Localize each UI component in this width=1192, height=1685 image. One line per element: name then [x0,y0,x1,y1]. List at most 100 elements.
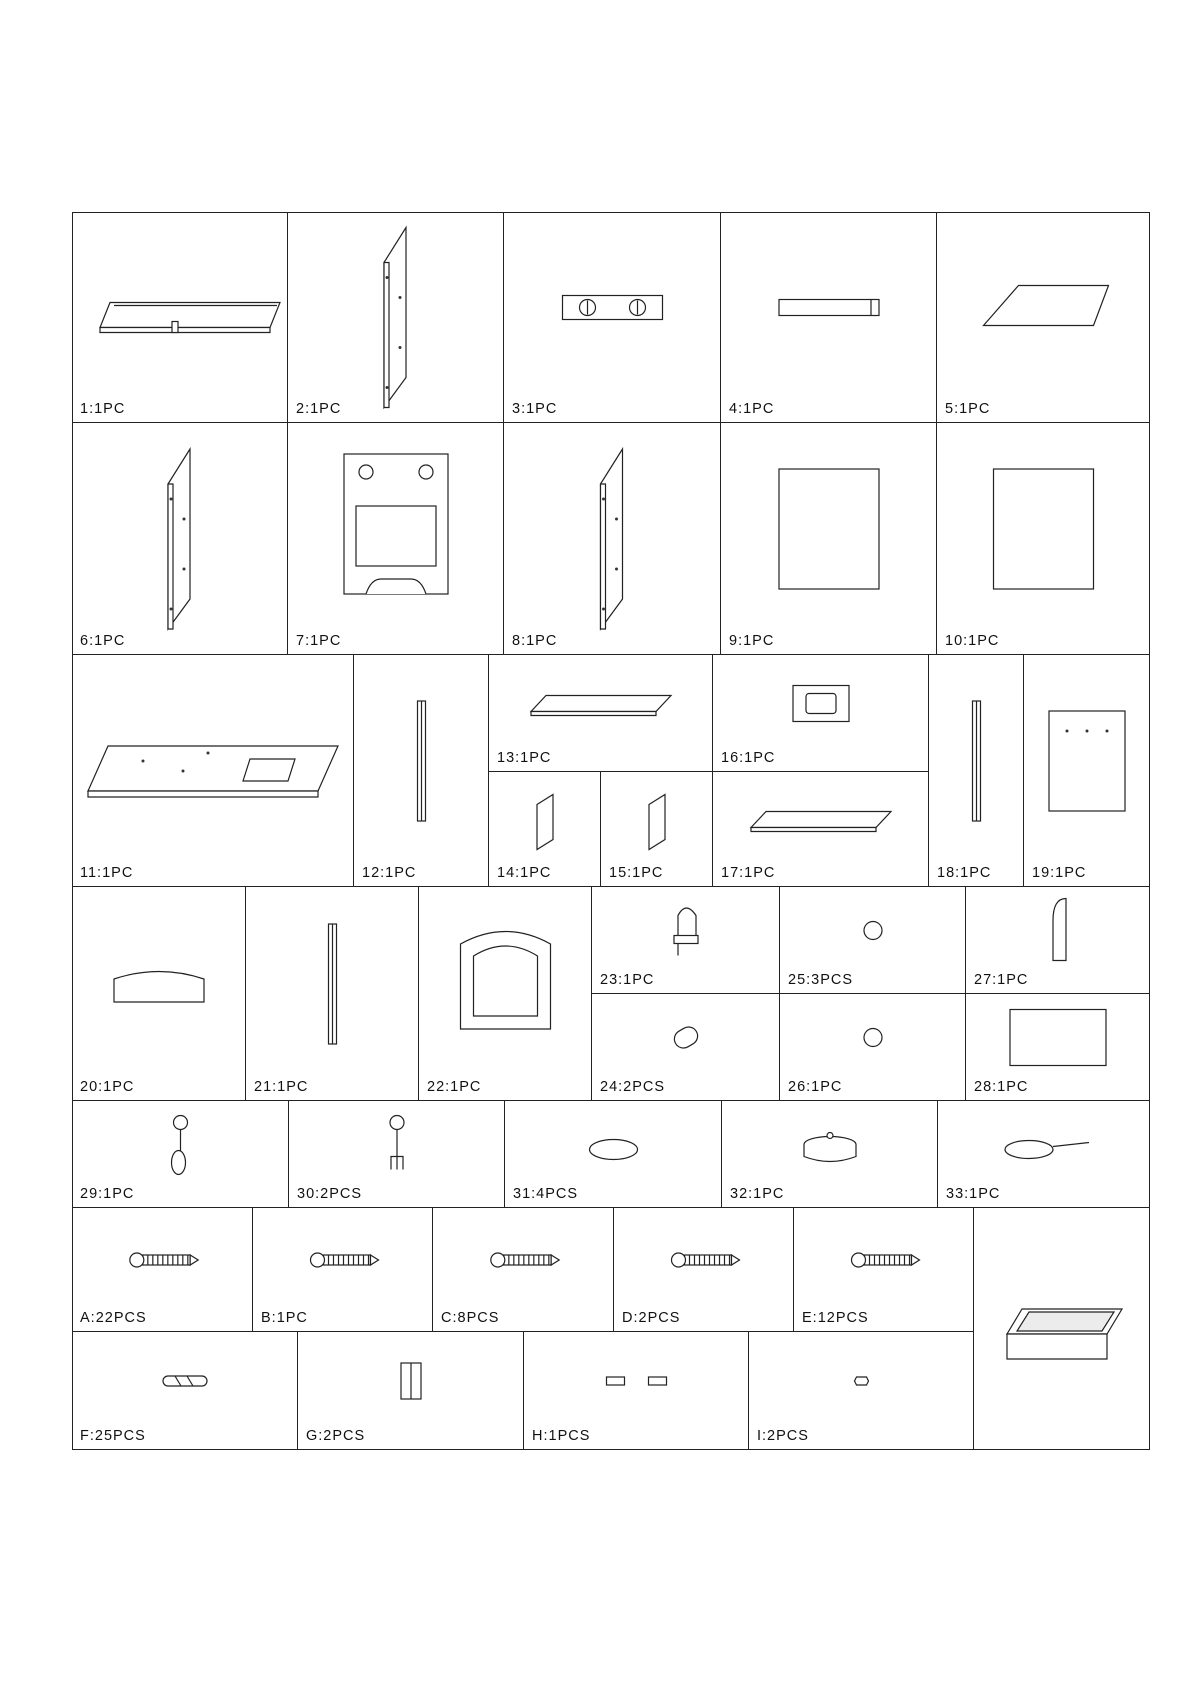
back-panel-icon [1024,655,1149,886]
sink-basin-icon [974,1208,1149,1449]
part-cell: 26:1PC [780,994,966,1101]
part-cell: E:12PCS [794,1208,974,1332]
part-label: E:12PCS [802,1311,869,1326]
part-cell: 14:1PC [489,772,601,887]
part-label: 17:1PC [721,866,775,881]
part-label: F:25PCS [80,1429,146,1444]
part-label: 9:1PC [729,634,774,649]
part-label: 4:1PC [729,402,774,417]
part-cell: 7:1PC [288,423,504,655]
side-panel-icon [72,423,287,654]
part-cell: 25:3PCS [780,887,966,994]
part-label: 28:1PC [974,1080,1028,1095]
part-label: 32:1PC [730,1187,784,1202]
part-label: 26:1PC [788,1080,842,1095]
part-label: 2:1PC [296,402,341,417]
part-label: 22:1PC [427,1080,481,1095]
part-cell: D:2PCS [614,1208,794,1332]
part-cell: 9:1PC [721,423,937,655]
knob-bar-icon [504,212,720,422]
part-label: 8:1PC [512,634,557,649]
post-icon [246,887,418,1100]
part-cell: 30:2PCS [289,1101,505,1208]
part-cell: 27:1PC [966,887,1150,994]
arch-board-icon [72,887,245,1100]
part-cell: 6:1PC [72,423,288,655]
part-label: 1:1PC [80,402,125,417]
part-cell: 16:1PC [713,655,929,772]
part-cell: 24:2PCS [592,994,780,1101]
part-label: 10:1PC [945,634,999,649]
part-cell: 15:1PC [601,772,713,887]
part-label: 13:1PC [497,751,551,766]
part-label: 27:1PC [974,973,1028,988]
side-panel-icon [504,423,720,654]
part-label: 25:3PCS [788,973,853,988]
part-label: A:22PCS [80,1311,147,1326]
part-label: 3:1PC [512,402,557,417]
part-label: 11:1PC [80,866,133,881]
part-cell: A:22PCS [72,1208,253,1332]
part-cell: 1:1PC [72,212,288,423]
part-cell: 3:1PC [504,212,721,423]
part-label: D:2PCS [622,1311,680,1326]
plain-bar-icon [721,212,936,422]
part-label: 5:1PC [945,402,990,417]
part-cell: 28:1PC [966,994,1150,1101]
board-with-slot-icon [72,212,287,422]
door-panel-icon [937,423,1149,654]
part-cell: 5:1PC [937,212,1150,423]
part-label: 16:1PC [721,751,775,766]
part-label: C:8PCS [441,1311,499,1326]
part-label: 18:1PC [937,866,991,881]
part-label: 12:1PC [362,866,416,881]
part-label: 33:1PC [946,1187,1000,1202]
door-panel-icon [721,423,936,654]
part-cell: 32:1PC [722,1101,938,1208]
part-cell: 18:1PC [929,655,1024,887]
part-label: 24:2PCS [600,1080,665,1095]
part-cell: 31:4PCS [505,1101,722,1208]
post-icon [354,655,488,886]
part-label: G:2PCS [306,1429,365,1444]
part-cell: 13:1PC [489,655,713,772]
part-cell: 20:1PC [72,887,246,1101]
part-cell: 11:1PC [72,655,354,887]
oven-door-icon [419,887,591,1100]
part-label: H:1PCS [532,1429,590,1444]
front-panel-icon [288,423,503,654]
part-label: 21:1PC [254,1080,308,1095]
part-cell: F:25PCS [72,1332,298,1450]
part-cell: 19:1PC [1024,655,1150,887]
part-label: B:1PC [261,1311,308,1326]
part-cell: 2:1PC [288,212,504,423]
side-panel-icon [288,212,503,422]
part-label: 14:1PC [497,866,551,881]
part-cell: H:1PCS [524,1332,749,1450]
part-cell: 12:1PC [354,655,489,887]
part-cell: I:2PCS [749,1332,974,1450]
part-label: 6:1PC [80,634,125,649]
part-label: 31:4PCS [513,1187,578,1202]
flat-board-icon [937,212,1149,422]
part-cell: 10:1PC [937,423,1150,655]
part-cell: 4:1PC [721,212,937,423]
part-cell: 8:1PC [504,423,721,655]
part-label: 23:1PC [600,973,654,988]
part-label: 7:1PC [296,634,341,649]
counter-top-icon [72,655,353,886]
part-label: 30:2PCS [297,1187,362,1202]
part-label: 20:1PC [80,1080,134,1095]
part-cell: 23:1PC [592,887,780,994]
part-cell [974,1208,1150,1450]
part-cell: 33:1PC [938,1101,1150,1208]
part-label: 29:1PC [80,1187,134,1202]
part-cell: G:2PCS [298,1332,524,1450]
part-cell: B:1PC [253,1208,433,1332]
part-label: 15:1PC [609,866,663,881]
part-cell: C:8PCS [433,1208,614,1332]
part-label: I:2PCS [757,1429,809,1444]
part-cell: 22:1PC [419,887,592,1101]
part-cell: 21:1PC [246,887,419,1101]
